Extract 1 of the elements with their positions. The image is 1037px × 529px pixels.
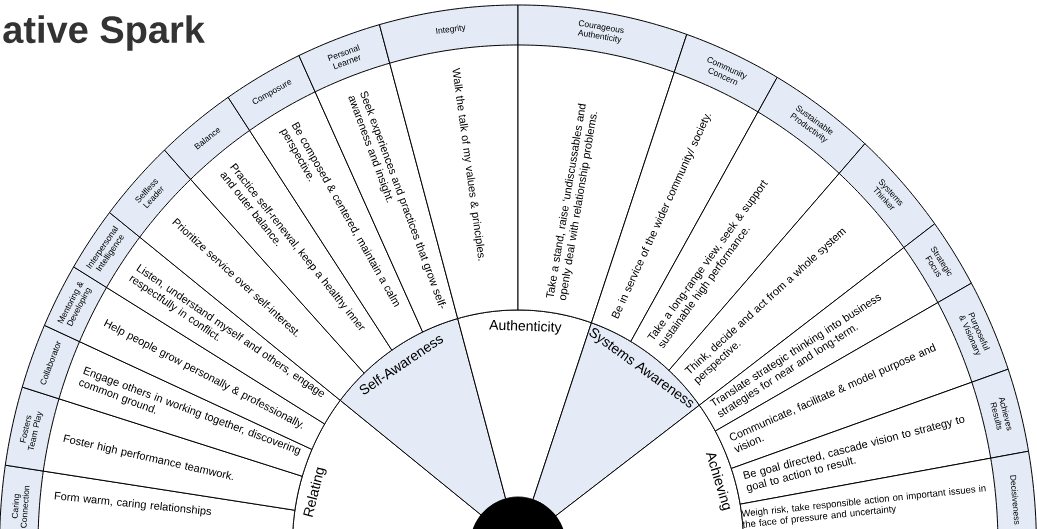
title: ative Spark	[3, 15, 205, 51]
